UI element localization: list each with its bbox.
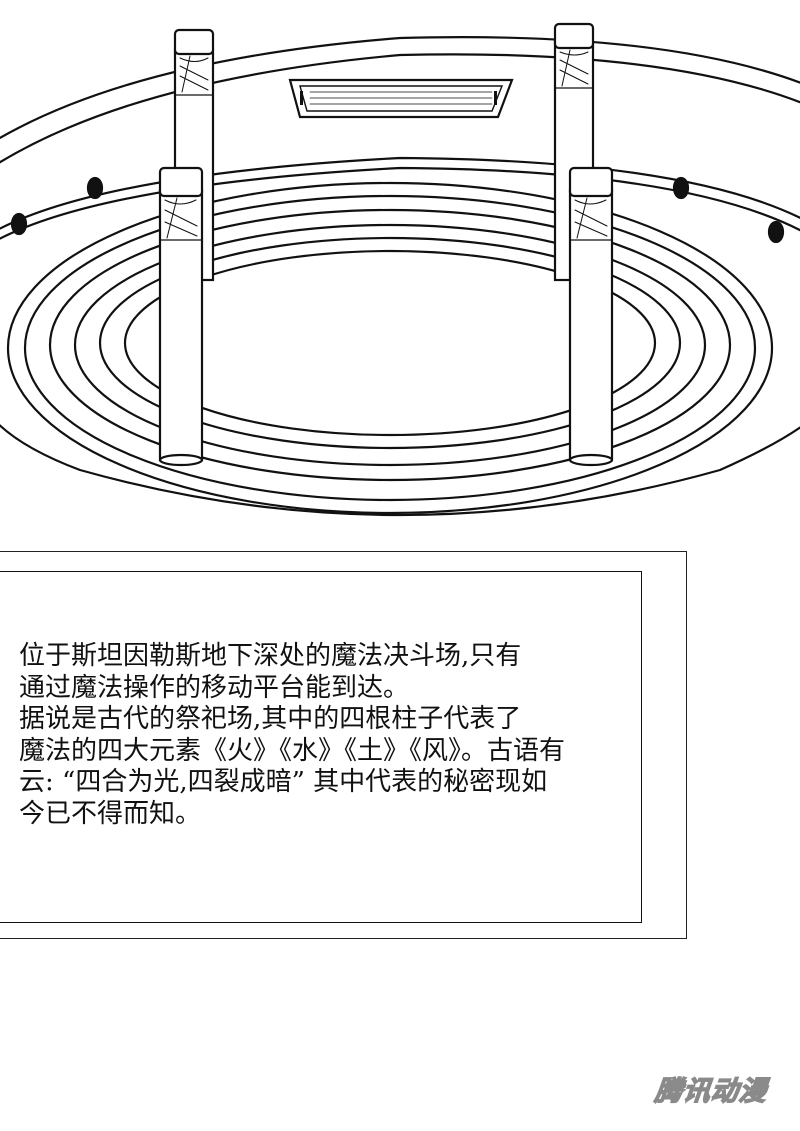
caption-line: 今已不得而知。 xyxy=(19,798,202,829)
arena-ledge xyxy=(0,156,800,230)
caption-line: 位于斯坦因勒斯地下深处的魔法决斗场,只有 xyxy=(19,641,522,671)
caption-inner-frame xyxy=(0,571,642,923)
arena-illustration xyxy=(0,22,800,517)
caption-line: 据说是古代的祭祀场,其中的四根柱子代表了 xyxy=(19,704,522,734)
pillar-front-right xyxy=(568,166,614,467)
arena-outer-rim xyxy=(0,36,800,140)
wall-plaque xyxy=(288,78,514,119)
wall-holes xyxy=(10,176,785,244)
watermark-logo: 腾讯动漫 xyxy=(653,1075,770,1107)
caption-line: 通过魔法操作的移动平台能到达。 xyxy=(19,672,410,703)
caption-line: 魔法的四大元素《火》《水》《土》《风》。古语有 xyxy=(19,735,566,766)
arena-outer-rim-inner xyxy=(0,53,800,164)
caption-line: 云: “四合为光,四裂成暗” 其中代表的秘密现如 xyxy=(19,767,548,797)
concentric-rings xyxy=(6,181,774,515)
caption-text: 位于斯坦因勒斯地下深处的魔法决斗场,只有 通过魔法操作的移动平台能到达。 据说是… xyxy=(19,641,619,830)
caption-outer-frame xyxy=(0,551,687,939)
pillar-front-left xyxy=(158,166,204,467)
